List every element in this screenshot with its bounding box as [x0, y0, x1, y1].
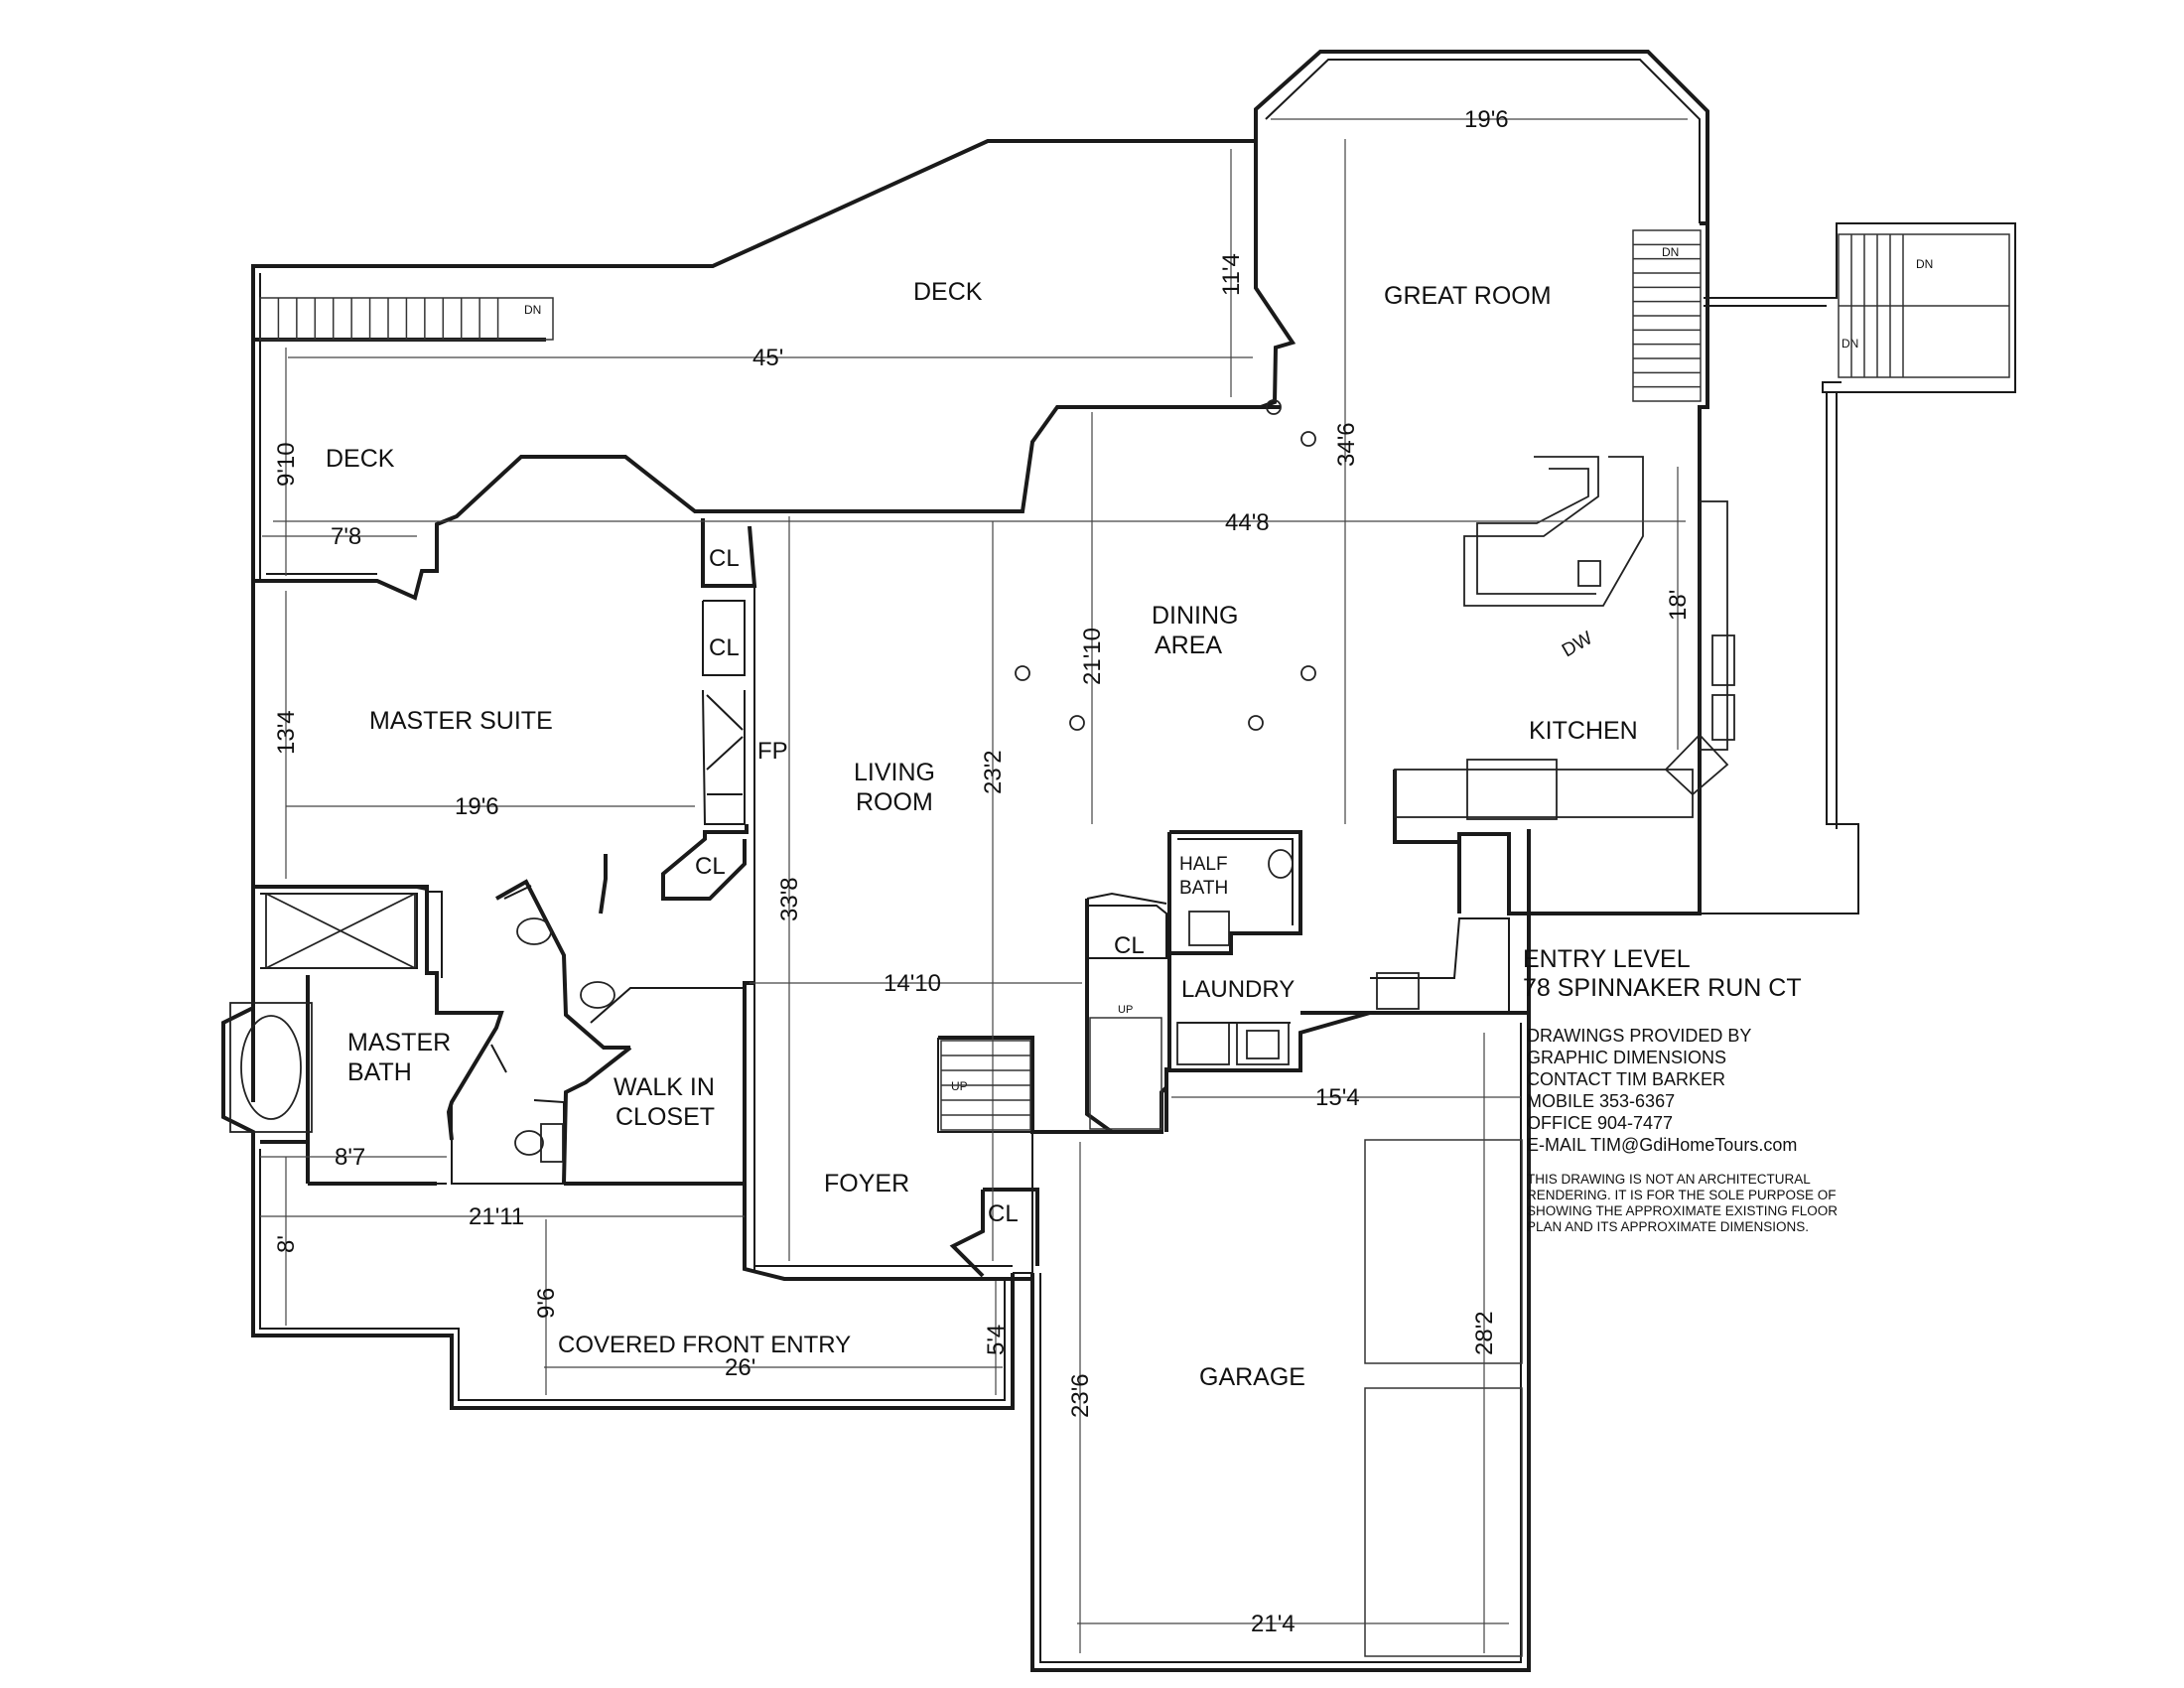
disclaimer-line: SHOWING THE APPROXIMATE EXISTING FLOOR: [1527, 1203, 1839, 1218]
label-stair-dn-1: DN: [524, 303, 541, 317]
label-fireplace: FP: [757, 738, 788, 765]
label-dw: DW: [1559, 628, 1596, 661]
credit-line: GRAPHIC DIMENSIONS: [1527, 1048, 1727, 1067]
label-stair-dn-3: DN: [1916, 257, 1933, 271]
label-garage: GARAGE: [1199, 1363, 1305, 1391]
dim-garage-width-top: 15'4: [1315, 1084, 1360, 1111]
stair-treads: [1633, 243, 1701, 388]
dimension-labels: 45' 11'4 19'6 34'6 9'10 7'8 44'8 21'10 1…: [273, 106, 1692, 1637]
credit-line: OFFICE 904-7477: [1527, 1113, 1674, 1133]
label-master-bath-2: BATH: [347, 1058, 412, 1086]
label-walk-in-1: WALK IN: [614, 1073, 715, 1101]
dim-garage-depth-left: 23'6: [1067, 1373, 1094, 1418]
dim-master-depth: 13'4: [273, 710, 300, 755]
label-covered-entry: COVERED FRONT ENTRY: [558, 1332, 851, 1358]
dim-master-width: 19'6: [455, 793, 499, 820]
dim-entry-wall: 21'11: [469, 1203, 524, 1230]
dim-overall-width: 44'8: [1225, 509, 1270, 536]
label-living-1: LIVING: [854, 759, 935, 786]
label-stair-dn-2: DN: [1662, 245, 1679, 259]
dim-dining-depth: 21'10: [1079, 628, 1106, 685]
label-stair-up-1: UP: [951, 1079, 968, 1093]
dim-entry-depth-mid: 9'6: [533, 1288, 560, 1319]
stair-treads: [1850, 306, 1904, 377]
dim-garage-width: 21'4: [1251, 1611, 1296, 1637]
dim-garage-depth-right: 28'2: [1471, 1311, 1498, 1355]
disclaimer-line: PLAN AND ITS APPROXIMATE DIMENSIONS.: [1527, 1219, 1810, 1234]
label-kitchen: KITCHEN: [1529, 717, 1638, 745]
room-labels: DECK DECK GREAT ROOM DINING AREA KITCHEN…: [326, 245, 1933, 1391]
dim-bath-width: 8'7: [335, 1144, 365, 1171]
label-half-bath-1: HALF: [1179, 854, 1228, 875]
bathtub: [229, 1002, 313, 1133]
label-dining-1: DINING: [1152, 602, 1239, 630]
dim-entry-depth-left: 8': [273, 1235, 300, 1253]
plan-info-block: ENTRY LEVEL 78 SPINNAKER RUN CT DRAWINGS…: [1523, 945, 1900, 1235]
credit-line: CONTACT TIM BARKER: [1527, 1069, 1726, 1089]
label-laundry: LAUNDRY: [1181, 976, 1295, 1003]
stair-treads: [1850, 234, 1904, 306]
credit-line: E-MAIL TIM@GdiHomeTours.com: [1527, 1135, 1798, 1155]
label-stair-up-2: UP: [1118, 1004, 1133, 1016]
dim-entry-width: 26': [725, 1354, 755, 1381]
label-closet-3: CL: [695, 853, 726, 880]
dim-living-length: 33'8: [776, 877, 803, 921]
dim-entry-depth-right: 5'4: [983, 1325, 1010, 1355]
dim-living-width: 14'10: [884, 970, 941, 997]
label-closet-4: CL: [1114, 932, 1145, 959]
stair-treads: [277, 298, 499, 340]
label-stair-dn-4: DN: [1842, 337, 1858, 351]
sink: [580, 981, 615, 1009]
dim-great-room-width: 19'6: [1464, 106, 1509, 133]
plan-address: 78 SPINNAKER RUN CT: [1523, 974, 1802, 1002]
credit-line: DRAWINGS PROVIDED BY: [1527, 1026, 1752, 1046]
credits: DRAWINGS PROVIDED BY GRAPHIC DIMENSIONS …: [1527, 1025, 1900, 1156]
label-master-bath-1: MASTER: [347, 1029, 451, 1056]
label-living-2: ROOM: [856, 788, 933, 816]
dim-deck-left-width: 7'8: [331, 523, 361, 550]
stairs-right: [1838, 233, 2010, 378]
disclaimer-line: THIS DRAWING IS NOT AN ARCHITECTURAL: [1527, 1172, 1811, 1187]
label-half-bath-2: BATH: [1179, 878, 1228, 899]
label-walk-in-2: CLOSET: [615, 1103, 715, 1131]
dim-deck-left-depth: 9'10: [273, 442, 300, 487]
stair-treads: [941, 1055, 1030, 1116]
label-foyer: FOYER: [824, 1170, 909, 1197]
stairs-foyer: [940, 1017, 1162, 1131]
label-closet-1: CL: [709, 545, 740, 572]
shower: [265, 893, 416, 969]
label-deck-left: DECK: [326, 445, 395, 473]
interior-walls: [253, 405, 1531, 1281]
label-deck-upper: DECK: [913, 278, 983, 306]
dimension-lines: [260, 118, 1688, 1653]
dim-deck-width: 45': [752, 345, 783, 371]
plan-title: ENTRY LEVEL: [1523, 945, 1691, 973]
label-closet-5: CL: [988, 1200, 1019, 1227]
dim-deck-depth: 11'4: [1218, 253, 1245, 296]
exterior-walls: [221, 50, 2016, 1672]
disclaimer: THIS DRAWING IS NOT AN ARCHITECTURAL REN…: [1527, 1172, 1900, 1235]
dim-living-depth: 23'2: [980, 750, 1007, 794]
credit-line: MOBILE 353-6367: [1527, 1091, 1676, 1111]
label-dining-2: AREA: [1155, 632, 1222, 659]
label-great-room: GREAT ROOM: [1384, 282, 1552, 310]
dim-kitchen-depth: 18': [1665, 590, 1692, 621]
sink: [516, 917, 552, 945]
label-master-suite: MASTER SUITE: [369, 707, 553, 735]
label-closet-2: CL: [709, 634, 740, 661]
dim-great-room-length: 34'6: [1333, 422, 1360, 467]
fixtures: [229, 399, 1735, 1657]
disclaimer-line: RENDERING. IT IS FOR THE SOLE PURPOSE OF: [1527, 1188, 1837, 1202]
